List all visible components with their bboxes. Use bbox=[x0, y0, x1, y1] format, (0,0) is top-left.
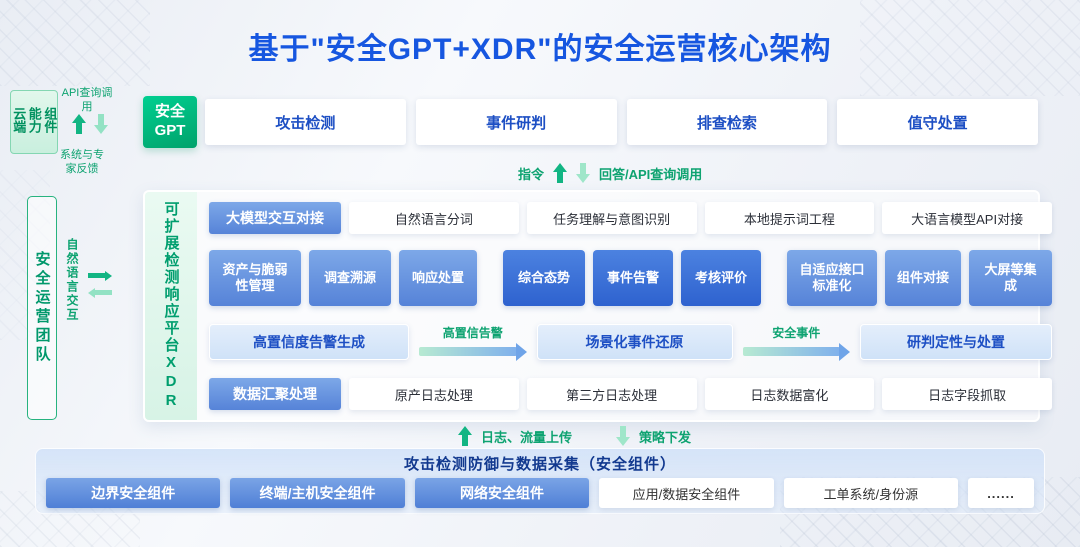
xdr-row-data-processing: 数据汇聚处理 原产日志处理 第三方日志处理 日志数据富化 日志字段抓取 bbox=[209, 378, 1052, 410]
xdr-row-llm-interaction: 大模型交互对接 自然语言分词 任务理解与意图识别 本地提示词工程 大语言模型AP… bbox=[209, 202, 1052, 234]
collection-panel: 攻击检测防御与数据采集（安全组件） 边界安全组件 终端/主机安全组件 网络安全组… bbox=[35, 448, 1045, 514]
perimeter-security-box: 边界安全组件 bbox=[46, 478, 221, 508]
cloud-arrows bbox=[72, 114, 108, 134]
group-gap bbox=[485, 250, 495, 306]
page-title: 基于"安全GPT+XDR"的安全运营核心架构 bbox=[248, 33, 832, 66]
left-arrow-icon bbox=[88, 287, 112, 298]
security-gpt-badge: 安全 GPT bbox=[143, 96, 197, 148]
network-security-box: 网络安全组件 bbox=[414, 478, 590, 508]
xdr-platform-container: 可扩展检测响应平台XDR 大模型交互对接 自然语言分词 任务理解与意图识别 本地… bbox=[143, 190, 1052, 422]
up-arrow-icon bbox=[72, 114, 86, 134]
collection-components-row: 边界安全组件 终端/主机安全组件 网络安全组件 应用/数据安全组件 工单系统/身… bbox=[46, 478, 1035, 508]
task-intent-box: 任务理解与意图识别 bbox=[526, 202, 697, 234]
right-arrow-icon bbox=[88, 270, 112, 281]
high-confidence-alert-box: 高置信度告警生成 bbox=[209, 324, 409, 360]
gpt-item-investigation-search: 排查检索 bbox=[626, 99, 828, 145]
log-upload-label: 日志、流量上传 bbox=[481, 429, 573, 445]
ellipsis-box: ...... bbox=[968, 478, 1035, 508]
gpt-item-duty-handling: 值守处置 bbox=[837, 99, 1038, 145]
nl-arrows bbox=[88, 270, 112, 298]
component-integration-box: 组件对接 bbox=[885, 250, 961, 306]
gpt-item-incident-analysis: 事件研判 bbox=[415, 99, 617, 145]
collection-panel-title: 攻击检测防御与数据采集（安全组件） bbox=[403, 456, 676, 473]
xdr-side-label: 可扩展检测响应平台XDR bbox=[145, 192, 197, 420]
endpoint-host-security-box: 终端/主机安全组件 bbox=[230, 478, 405, 508]
api-call-note: API查询调用 bbox=[61, 87, 113, 114]
up-arrow-icon bbox=[553, 163, 568, 183]
dashboard-integration-box: 大屏等集成 bbox=[969, 250, 1052, 306]
scenario-restore-box: 场景化事件还原 bbox=[536, 324, 733, 360]
xdr-collector-arrows: 日志、流量上传 策略下发 bbox=[458, 424, 691, 448]
log-enrichment-box: 日志数据富化 bbox=[704, 378, 875, 410]
gpt-item-attack-detection: 攻击检测 bbox=[205, 99, 406, 145]
nl-label: 自然语言交互 bbox=[65, 238, 79, 322]
xdr-row-modules: 资产与脆弱性管理 调查溯源 响应处置 综合态势 事件告警 考核评价 自适应接口标… bbox=[209, 250, 1052, 306]
adaptive-interface-box: 自适应接口标准化 bbox=[787, 250, 877, 306]
right-flow-arrow-icon bbox=[417, 342, 529, 361]
asset-vuln-box: 资产与脆弱性管理 bbox=[209, 250, 301, 306]
xdr-row-alert-flow: 高置信度告警生成 高置信告警 场景化事件还原 安全事件 研判定性与处置 bbox=[209, 322, 1052, 362]
thirdparty-log-box: 第三方日志处理 bbox=[526, 378, 697, 410]
cloud-capability-label: 云端能力组件 bbox=[10, 90, 58, 154]
command-label: 指令 bbox=[518, 166, 545, 182]
security-ops-team-label: 安全运营团队 bbox=[27, 196, 57, 420]
assessment-box: 考核评价 bbox=[681, 250, 761, 306]
native-log-box: 原产日志处理 bbox=[349, 378, 519, 410]
group-gap bbox=[769, 250, 779, 306]
llm-interaction-header: 大模型交互对接 bbox=[209, 202, 341, 234]
data-aggregation-header: 数据汇聚处理 bbox=[209, 378, 341, 410]
flow-arrow-2: 安全事件 bbox=[741, 324, 853, 361]
xdr-content: 大模型交互对接 自然语言分词 任务理解与意图识别 本地提示词工程 大语言模型AP… bbox=[197, 192, 1064, 420]
flow-arrow-1: 高置信告警 bbox=[417, 324, 529, 361]
feedback-note: 系统与专家反馈 bbox=[60, 149, 104, 176]
right-flow-arrow-icon bbox=[741, 342, 853, 361]
log-field-capture-box: 日志字段抓取 bbox=[882, 378, 1052, 410]
down-arrow-icon bbox=[576, 163, 591, 183]
llm-api-box: 大语言模型API对接 bbox=[882, 202, 1052, 234]
investigation-box: 调查溯源 bbox=[309, 250, 391, 306]
policy-dispatch-label: 策略下发 bbox=[639, 429, 692, 445]
natural-language-interaction: 自然语言交互 bbox=[64, 238, 112, 330]
alerting-box: 事件告警 bbox=[593, 250, 673, 306]
situation-box: 综合态势 bbox=[503, 250, 585, 306]
local-prompt-box: 本地提示词工程 bbox=[704, 202, 875, 234]
gpt-capability-row: 攻击检测 事件研判 排查检索 值守处置 bbox=[205, 99, 1038, 145]
app-data-security-box: 应用/数据安全组件 bbox=[599, 478, 774, 508]
up-arrow-icon bbox=[458, 426, 472, 446]
down-arrow-icon bbox=[94, 114, 108, 134]
response-box: 响应处置 bbox=[399, 250, 477, 306]
ticket-identity-box: 工单系统/身份源 bbox=[783, 478, 959, 508]
flow-label-2: 安全事件 bbox=[772, 325, 821, 340]
gpt-xdr-arrows: 指令 回答/API查询调用 bbox=[518, 158, 702, 188]
down-arrow-icon bbox=[616, 426, 631, 446]
nl-tokenization-box: 自然语言分词 bbox=[349, 202, 519, 234]
answer-api-label: 回答/API查询调用 bbox=[599, 166, 703, 182]
flow-label-1: 高置信告警 bbox=[442, 325, 503, 340]
verdict-disposal-box: 研判定性与处置 bbox=[860, 324, 1052, 360]
